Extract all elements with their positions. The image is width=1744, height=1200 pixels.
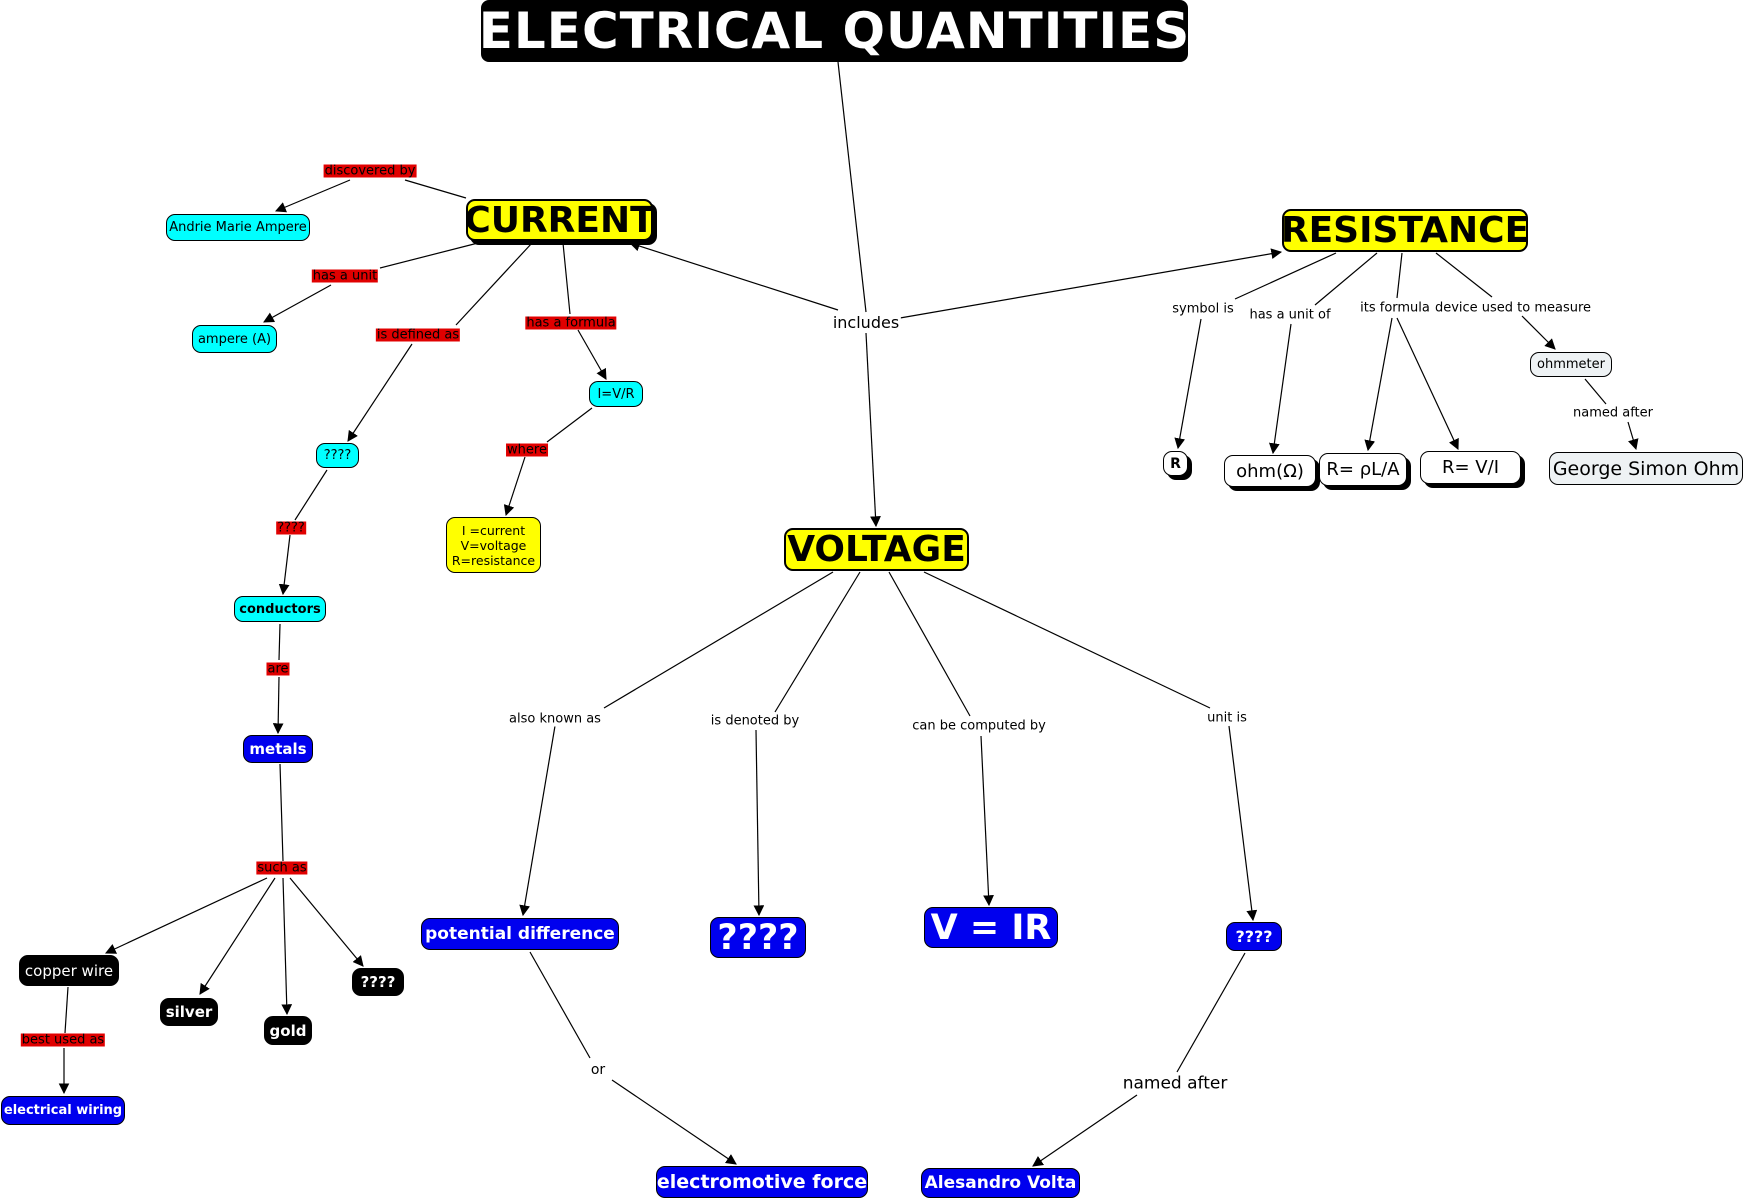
resistance-formula-node: R= V/I (1420, 451, 1521, 484)
george-ohm-node: George Simon Ohm (1549, 452, 1743, 485)
legend-current: I =current (461, 522, 526, 538)
link-are: are (266, 661, 290, 677)
ampere-person-node: Andrie Marie Ampere (166, 214, 310, 241)
link-its-formula: its formula (1358, 300, 1432, 316)
link-named-after-ohm: named after (1570, 405, 1656, 421)
link-where: where (506, 442, 548, 458)
potential-difference-node: potential difference (421, 918, 619, 950)
link-best-used-as: best used as (20, 1032, 106, 1048)
ohmmeter-node: ohmmeter (1530, 352, 1612, 377)
electrical-wiring-node: electrical wiring (1, 1096, 125, 1125)
link-unknown: ???? (276, 520, 306, 536)
link-includes: includes (830, 313, 902, 332)
metals-node: metals (243, 735, 313, 763)
link-also-known-as: also known as (507, 711, 603, 727)
link-discovered-by: discovered by (323, 163, 417, 179)
link-has-a-unit-of: has a unit of (1247, 307, 1333, 323)
voltage-symbol-node: ???? (710, 917, 806, 958)
link-or: or (588, 1062, 608, 1078)
link-has-a-formula: has a formula (525, 315, 617, 331)
current-formula-node: I=V/R (589, 381, 643, 407)
link-such-as: such as (256, 860, 308, 876)
gold-node: gold (264, 1016, 312, 1045)
copper-wire-node: copper wire (19, 955, 119, 986)
ohm-unit-node: ohm(Ω) (1224, 455, 1316, 487)
formula-legend-node: I =current V=voltage R=resistance (446, 517, 541, 573)
resistance-symbol-node: R (1163, 451, 1188, 476)
link-is-defined-as: is defined as (375, 327, 461, 343)
link-symbol-is: symbol is (1170, 301, 1236, 317)
electromotive-force-node: electromotive force (656, 1166, 868, 1198)
link-device-used-to-measure: device used to measure (1432, 300, 1594, 316)
voltage-concept: VOLTAGE (784, 528, 969, 571)
ampere-unit-node: ampere (A) (192, 325, 277, 353)
voltage-formula-node: V = IR (924, 907, 1058, 948)
page-title: ELECTRICAL QUANTITIES (478, 0, 1191, 62)
legend-resistance: R=resistance (451, 552, 536, 568)
alesandro-volta-node: Alesandro Volta (921, 1168, 1080, 1198)
resistivity-formula-node: R= ρL/A (1319, 453, 1407, 486)
link-named-after-volta: named after (1120, 1073, 1230, 1094)
current-concept: CURRENT (464, 199, 655, 241)
resistance-concept: RESISTANCE (1280, 209, 1530, 252)
silver-node: silver (160, 998, 218, 1026)
voltage-unit-node: ???? (1226, 922, 1282, 951)
link-has-a-unit: has a unit (311, 268, 379, 284)
link-can-be-computed-by: can be computed by (910, 718, 1048, 734)
current-definition-node: ???? (316, 443, 359, 468)
legend-voltage: V=voltage (460, 537, 527, 553)
link-unit-is: unit is (1205, 710, 1249, 726)
conductors-node: conductors (234, 596, 326, 622)
link-is-denoted-by: is denoted by (708, 713, 802, 729)
metal-unknown-node: ???? (352, 968, 404, 996)
